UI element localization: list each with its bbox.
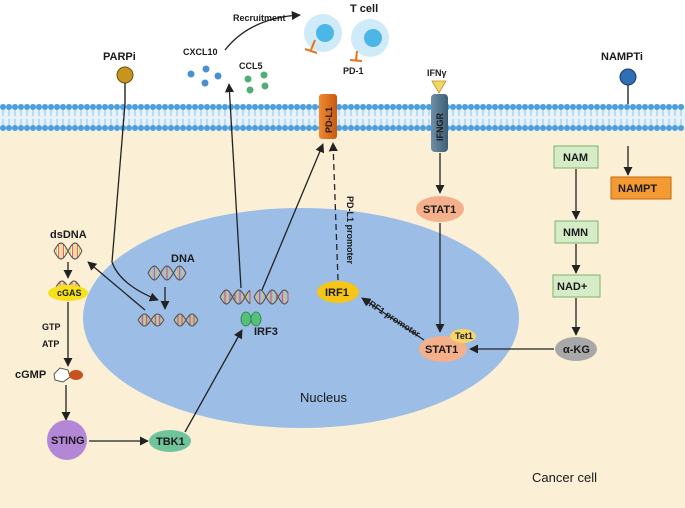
tbk1-to-irf3-arrow — [184, 329, 243, 433]
irf1-to-pdl1-dashed-arrow — [328, 142, 339, 281]
ifngr-label: IFNGR — [435, 113, 445, 141]
sting-protein — [47, 420, 87, 460]
nampti-label: NAMPTi — [601, 51, 643, 63]
nucleus-label: Nucleus — [300, 390, 347, 405]
tbk1-protein — [149, 430, 191, 452]
stat1-nuc-label: STAT1 — [425, 344, 458, 356]
pdl1-promoter-label: PD-L1 promoter — [345, 196, 355, 265]
ifngr-receptor — [431, 94, 448, 152]
parpi-to-dna-arrow — [111, 103, 159, 302]
cgas-label: cGAS — [57, 288, 82, 298]
dna-to-dsdna-arrow — [87, 261, 146, 311]
cgmp-label: cGMP — [15, 369, 46, 381]
nam-label: NAM — [563, 152, 588, 164]
irf3-label: IRF3 — [254, 326, 278, 338]
tet1-label: Tet1 — [455, 331, 473, 341]
cxcl10-label: CXCL10 — [183, 47, 218, 57]
dsdna-helix — [53, 242, 83, 260]
pd1-receptor-2 — [349, 50, 363, 62]
recruitment-arrow — [224, 10, 301, 51]
cgmp-molecule — [53, 367, 83, 383]
nucleus — [83, 208, 519, 428]
t-cell-2 — [351, 19, 389, 57]
stat1-nuclear — [419, 336, 467, 362]
stat1-top-label: STAT1 — [423, 204, 456, 216]
irf1-label: IRF1 — [325, 287, 349, 299]
pd1-label: PD-1 — [343, 66, 364, 76]
ifng-ligand — [431, 80, 447, 94]
nampt-label: NAMPT — [618, 183, 657, 195]
akg-label: α-KG — [563, 344, 590, 356]
nampti-drug — [619, 68, 637, 86]
nampt-box — [610, 176, 672, 200]
t-cell-1 — [304, 14, 342, 52]
nad-label: NAD+ — [557, 281, 587, 293]
pdl1-protein — [319, 94, 337, 139]
irf3-to-pdl1-arrow — [261, 143, 325, 291]
dna-fragments — [137, 265, 289, 327]
stat1-cytoplasmic — [416, 196, 464, 222]
nam-box — [553, 145, 599, 169]
atp-label: ATP — [42, 339, 59, 349]
tbk1-label: TBK1 — [156, 436, 185, 448]
pd1-receptor-1 — [304, 39, 318, 54]
stat1-to-irf1-arrow — [361, 297, 425, 341]
nmn-label: NMN — [563, 227, 588, 239]
irf3-dimer — [240, 311, 262, 327]
ifng-label: IFNγ — [427, 68, 447, 78]
parpi-drug — [116, 66, 134, 84]
cell-membrane — [0, 104, 685, 131]
t-cell-label: T cell — [350, 3, 378, 15]
nmn-box — [554, 220, 599, 244]
sting-label: STING — [51, 435, 85, 447]
tet1-protein — [450, 329, 476, 343]
recruitment-label: Recruitment — [233, 13, 286, 23]
pdl1-label: PD-L1 — [324, 107, 334, 133]
ccl5-label: CCL5 — [239, 61, 263, 71]
akg-ellipse — [555, 337, 597, 361]
cxcl10-dots — [187, 65, 222, 87]
parpi-label: PARPi — [103, 51, 136, 63]
irf3-to-chemokines-arrow — [224, 83, 242, 289]
cancer-cell-label: Cancer cell — [532, 470, 597, 485]
dna-label: DNA — [171, 253, 195, 265]
cgas-enzyme — [48, 285, 88, 301]
nad-box — [552, 274, 601, 298]
gtp-label: GTP — [42, 322, 61, 332]
ccl5-dots — [244, 71, 269, 94]
irf1-protein — [317, 281, 359, 303]
dsdna-label: dsDNA — [50, 229, 87, 241]
